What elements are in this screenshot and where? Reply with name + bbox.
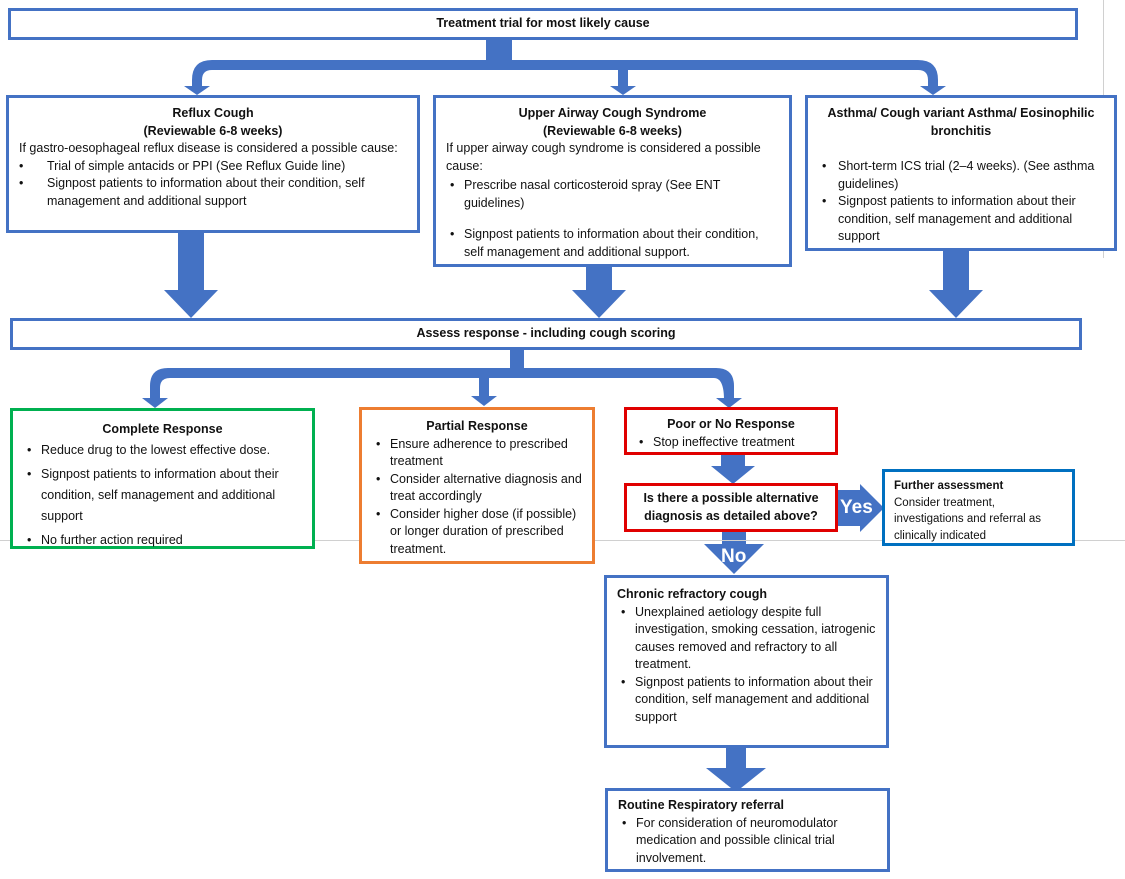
assess-response-title: Assess response - including cough scorin… [416,326,676,341]
arrow-asthma-to-assess [929,250,983,318]
alternative-diagnosis-question-box: Is there a possible alternative diagnosi… [624,483,838,532]
complete-response-title: Complete Response [102,422,223,436]
reflux-list: Trial of simple antacids or PPI (See Ref… [15,158,407,211]
arrow-no [704,532,764,574]
arrow-poor-to-question [711,454,755,484]
uacs-list: Prescribe nasal corticosteroid spray (Se… [446,177,779,261]
further-assessment-title: Further assessment [894,480,1004,492]
list-item: Stop ineffective treatment [635,434,827,452]
connector-mid-stem [479,376,489,396]
uacs-intro: If upper airway cough syndrome is consid… [446,141,761,173]
further-assessment-box: Further assessment Consider treatment, i… [882,469,1075,546]
poor-response-box: Poor or No Response Stop ineffective tre… [624,407,838,455]
list-item: Reduce drug to the lowest effective dose… [23,440,302,461]
asthma-box: Asthma/ Cough variant Asthma/ Eosinophil… [805,95,1117,251]
connector-top-trunk [486,38,512,62]
arrowhead-partial [471,396,497,406]
further-assessment-text: Consider treatment, investigations and r… [894,496,1042,542]
routine-respiratory-referral-title: Routine Respiratory referral [618,798,785,812]
asthma-title: Asthma/ Cough variant Asthma/ Eosinophil… [827,106,1095,138]
arrowhead-uacs [610,86,636,95]
list-item: Prescribe nasal corticosteroid spray (Se… [446,177,779,212]
treatment-trial-bar: Treatment trial for most likely cause [8,8,1078,40]
list-item: Signpost patients to information about t… [23,464,302,527]
poor-response-list: Stop ineffective treatment [635,434,827,452]
list-item: Signpost patients to information about t… [15,175,407,210]
list-item: Signpost patients to information about t… [818,193,1104,246]
list-item: Ensure adherence to prescribed treatment [372,436,582,471]
chronic-refractory-cough-list: Unexplained aetiology despite full inves… [617,604,876,727]
uacs-box: Upper Airway Cough Syndrome (Reviewable … [433,95,792,267]
list-item: Signpost patients to information about t… [446,226,779,261]
arrow-chronic-to-referral [706,746,766,792]
no-label: No [721,546,747,567]
uacs-title: Upper Airway Cough Syndrome [518,106,707,120]
connector-top-branch-path [192,60,938,90]
list-item: No further action required [23,530,302,551]
list-item: Unexplained aetiology despite full inves… [617,604,876,674]
reflux-cough-box: Reflux Cough (Reviewable 6-8 weeks) If g… [6,95,420,233]
assess-response-bar: Assess response - including cough scorin… [10,318,1082,350]
arrowhead-complete [142,398,168,408]
connector-top-mid-stem [618,68,628,86]
reflux-intro: If gastro-oesophageal reflux disease is … [19,141,398,155]
list-item: Trial of simple antacids or PPI (See Ref… [15,158,407,176]
list-item: Signpost patients to information about t… [617,674,876,727]
arrow-yes [836,484,884,532]
treatment-trial-title: Treatment trial for most likely cause [436,16,650,31]
list-item: Consider higher dose (if possible) or lo… [372,506,582,559]
partial-response-list: Ensure adherence to prescribed treatment… [372,436,582,559]
complete-response-box: Complete Response Reduce drug to the low… [10,408,315,551]
list-item: Consider alternative diagnosis and treat… [372,471,582,506]
reflux-review-period: (Reviewable 6-8 weeks) [143,123,283,138]
uacs-review-period: (Reviewable 6-8 weeks) [543,123,682,138]
chronic-refractory-cough-title: Chronic refractory cough [617,587,768,601]
list-item: Short-term ICS trial (2–4 weeks). (See a… [818,158,1104,193]
routine-respiratory-referral-box: Routine Respiratory referral For conside… [605,788,890,872]
partial-response-box: Partial Response Ensure adherence to pre… [359,407,595,564]
reflux-title: Reflux Cough [172,106,254,120]
connector-mid-branch-path [150,368,734,400]
routine-respiratory-referral-list: For consideration of neuromodulator medi… [618,815,877,868]
yes-label: Yes [840,497,873,518]
partial-response-title: Partial Response [426,419,528,433]
arrow-reflux-to-assess [164,232,218,318]
asthma-list: Short-term ICS trial (2–4 weeks). (See a… [818,158,1104,246]
arrowhead-asthma [920,86,946,95]
connector-mid-trunk [510,348,524,370]
poor-response-title: Poor or No Response [667,417,795,431]
arrow-uacs-to-assess [572,266,626,318]
arrowhead-poor [716,398,742,408]
arrowhead-reflux [184,86,210,95]
list-item: For consideration of neuromodulator medi… [618,815,877,868]
chronic-refractory-cough-box: Chronic refractory cough Unexplained aet… [604,575,889,748]
alternative-diagnosis-question: Is there a possible alternative diagnosi… [643,491,819,523]
complete-response-list: Reduce drug to the lowest effective dose… [23,440,302,551]
